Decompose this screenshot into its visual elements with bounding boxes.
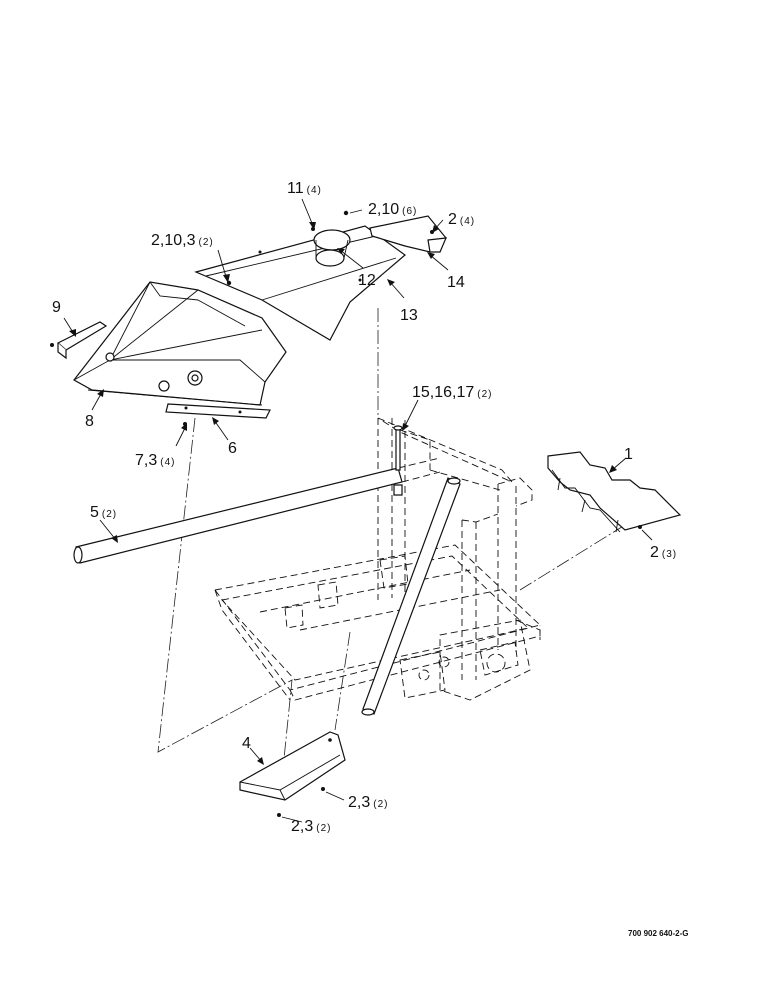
frame-assembly	[214, 417, 541, 701]
callout-2-right: 2(3)	[650, 544, 677, 561]
part-4-plate	[239, 731, 346, 801]
callouts: 11(4) 2,10(6) 2(4) 2,10,3(2) 12 14 13 9 …	[52, 180, 677, 835]
callout-2-10-3: 2,10,3(2)	[151, 232, 214, 249]
callout-1: 1	[624, 446, 633, 463]
callout-11: 11(4)	[287, 180, 322, 197]
callout-6: 6	[228, 440, 237, 457]
callout-2-3-b: 2,3(2)	[291, 818, 331, 835]
callout-2-10-top: 2,10(6)	[368, 201, 417, 218]
part-9-bracket	[50, 321, 108, 360]
part-8-hood	[73, 281, 287, 406]
part-1-comb	[547, 451, 682, 533]
document-number: 700 902 640-2-G	[628, 929, 689, 938]
part-12-plate	[313, 229, 351, 267]
leader-lines	[63, 198, 653, 823]
part-14-shield	[369, 215, 447, 253]
callout-2-top: 2(4)	[448, 211, 475, 228]
diagonal-brace	[361, 477, 461, 716]
part-15-16-17-bolt	[393, 425, 403, 496]
part-5-tube	[73, 457, 441, 564]
callout-7-3: 7,3(4)	[135, 452, 175, 469]
hardware-bolts	[183, 210, 642, 817]
part-6-strap	[165, 403, 271, 419]
callout-2-3-a: 2,3(2)	[348, 794, 388, 811]
callout-13: 13	[400, 307, 418, 324]
callout-15-16-17: 15,16,17(2)	[412, 384, 493, 401]
callout-4: 4	[242, 735, 251, 752]
callout-12: 12	[358, 272, 376, 289]
callout-9: 9	[52, 299, 61, 316]
callout-5: 5(2)	[90, 504, 117, 521]
callout-8: 8	[85, 413, 94, 430]
callout-14: 14	[447, 274, 465, 291]
